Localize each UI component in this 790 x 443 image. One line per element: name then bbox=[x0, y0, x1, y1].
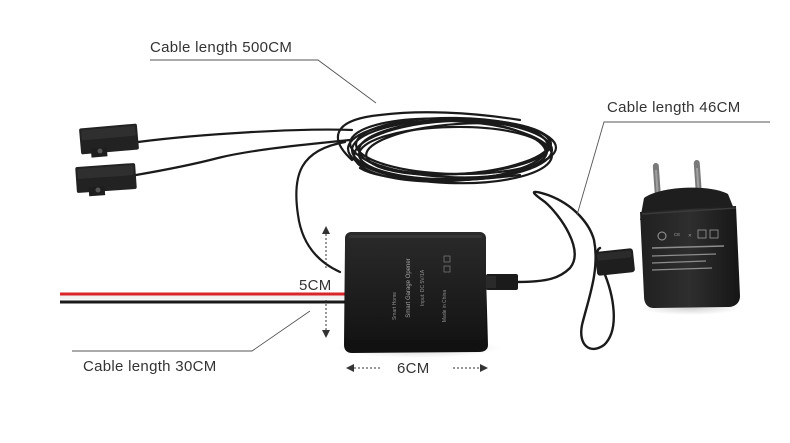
coiled-cable bbox=[336, 111, 558, 185]
device-origin-text: Made in China bbox=[442, 290, 448, 322]
output-wires bbox=[60, 292, 346, 304]
charger-plug bbox=[595, 248, 635, 276]
cable-length-46-label: Cable length 46CM bbox=[607, 99, 741, 116]
svg-text:CE: CE bbox=[674, 232, 680, 237]
cable-length-500-label: Cable length 500CM bbox=[150, 39, 293, 56]
cable-length-30-label: Cable length 30CM bbox=[83, 358, 217, 375]
sensor-leads bbox=[134, 128, 354, 274]
leader-lines bbox=[72, 59, 770, 352]
smart-garage-opener-device: Smart Home Smart Garage Opener Input: DC… bbox=[344, 232, 518, 353]
height-arrowheads bbox=[322, 226, 330, 338]
device-title-text: Smart Garage Opener bbox=[406, 258, 412, 317]
device-input-text: Input: DC 5V/1A bbox=[420, 269, 426, 306]
height-dimension-label: 5CM bbox=[299, 277, 332, 294]
wall-charger: CE ✕ bbox=[640, 160, 740, 308]
width-arrowheads bbox=[346, 364, 488, 372]
width-dimension-label: 6CM bbox=[397, 360, 430, 377]
svg-text:✕: ✕ bbox=[688, 233, 692, 238]
magnetic-sensor-bottom bbox=[75, 163, 137, 197]
device-brand-text: Smart Home bbox=[392, 292, 398, 320]
magnetic-sensor-top bbox=[79, 123, 139, 158]
